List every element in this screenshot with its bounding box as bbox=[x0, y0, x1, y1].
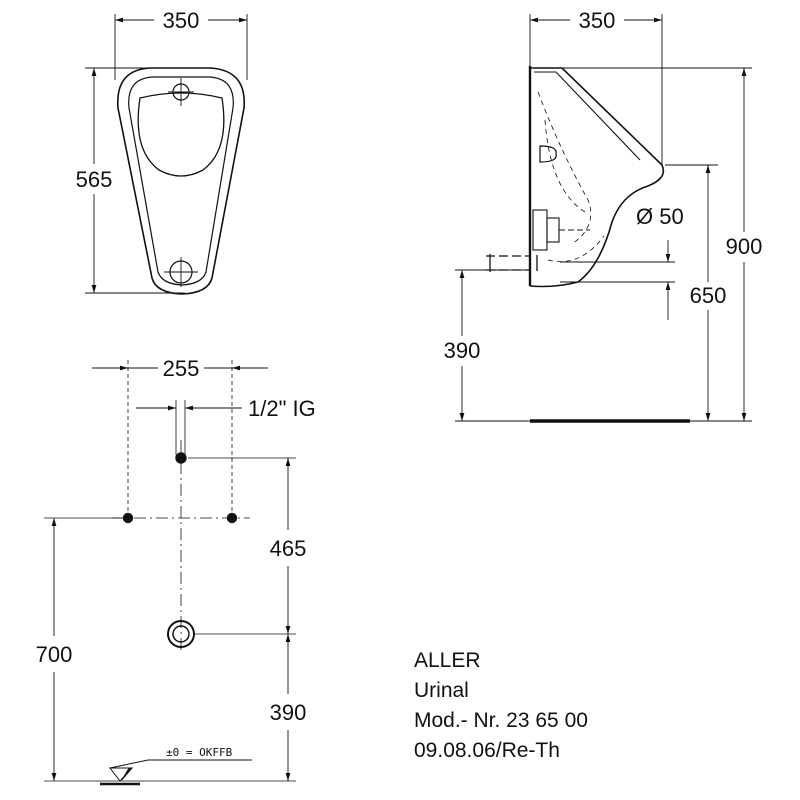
product-type: Urinal bbox=[414, 679, 469, 702]
fixing-spacing-label: 255 bbox=[163, 356, 200, 381]
urinal-side-outline bbox=[529, 67, 665, 288]
fixing-point-left bbox=[122, 512, 134, 524]
front-height-label: 565 bbox=[76, 167, 113, 192]
product-name: ALLER bbox=[414, 649, 481, 672]
side-width-label: 350 bbox=[579, 8, 616, 33]
thread-label: 1/2" IG bbox=[248, 396, 316, 421]
supply-spud-symbol bbox=[175, 452, 187, 464]
urinal-front-outline bbox=[117, 67, 245, 295]
model-number: Mod.- Nr. 23 65 00 bbox=[414, 709, 588, 732]
side-height-outlet-label: 390 bbox=[444, 338, 481, 363]
front-view bbox=[85, 14, 248, 295]
side-view bbox=[455, 14, 752, 423]
front-width-label: 350 bbox=[163, 8, 200, 33]
spud-outlet-label: 465 bbox=[270, 536, 307, 561]
side-height-spud-label: 650 bbox=[690, 283, 727, 308]
title-block: ALLER Urinal Mod.- Nr. 23 65 00 09.08.06… bbox=[414, 646, 588, 766]
mounting-view bbox=[44, 360, 296, 786]
urinal-bowl bbox=[137, 92, 225, 177]
outlet-height-label: 390 bbox=[270, 700, 307, 725]
fixing-height-label: 700 bbox=[36, 642, 73, 667]
floor-level-symbol bbox=[108, 759, 252, 782]
side-height-total-label: 900 bbox=[726, 234, 763, 259]
outlet-pipe bbox=[486, 255, 530, 271]
fixing-point-right bbox=[226, 512, 238, 524]
date-reference: 09.08.06/Re-Th bbox=[414, 739, 560, 762]
floor-level-label: ±0 = OKFFB bbox=[166, 746, 233, 759]
diameter-label: Ø 50 bbox=[636, 204, 684, 229]
